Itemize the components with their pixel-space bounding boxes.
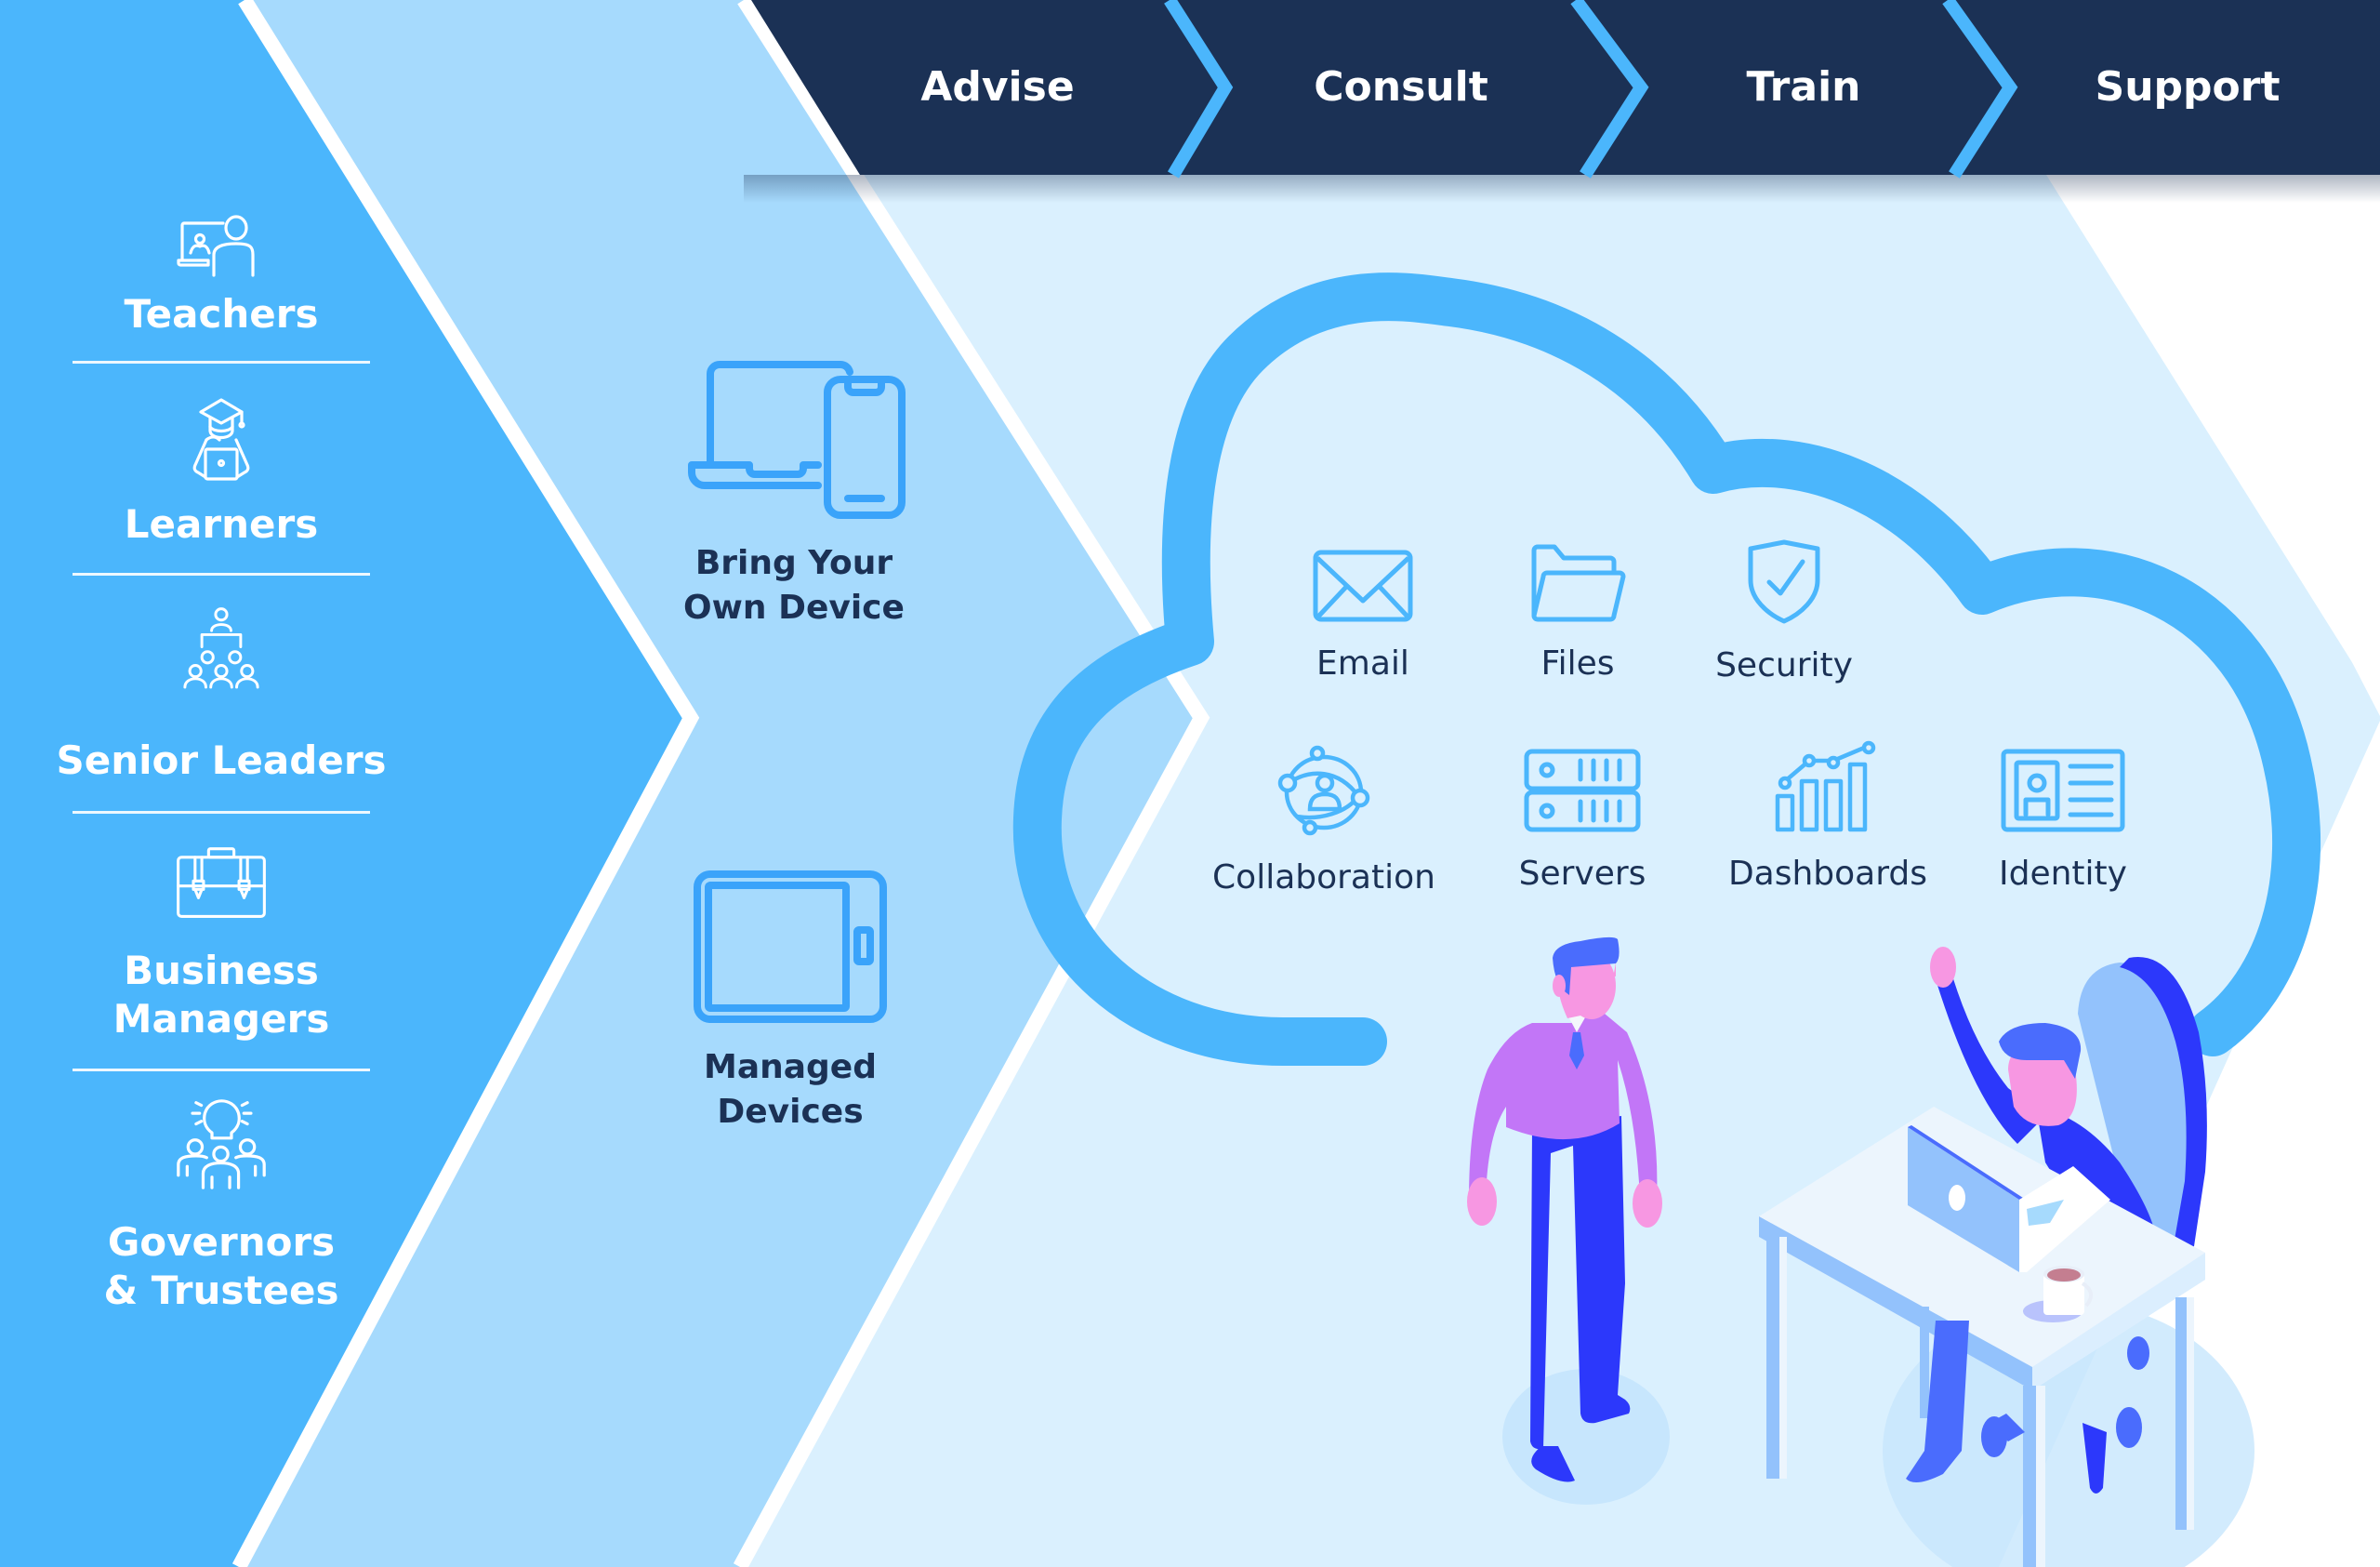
divider [73, 573, 370, 576]
standing-person-figure [1467, 936, 1662, 1482]
service-identity[interactable]: Identity [1951, 748, 2175, 895]
service-security[interactable]: Security [1673, 539, 1896, 686]
hierarchy-people-icon [183, 607, 259, 689]
stage-consult[interactable]: Consult [1314, 63, 1488, 111]
tablet-icon [694, 870, 887, 1023]
service-files[interactable]: Files [1466, 543, 1689, 684]
divider [73, 361, 370, 364]
service-files-label: Files [1540, 644, 1615, 683]
device-managed-line2: Devices [717, 1093, 864, 1131]
audience-business-managers-line2: Managers [112, 996, 330, 1042]
device-byod-line2: Own Device [683, 589, 905, 627]
audience-governors-line2: & Trustees [103, 1268, 339, 1313]
audience-learners-label: Learners [124, 501, 319, 547]
service-email-label: Email [1316, 644, 1409, 683]
device-managed-label: Managed Devices [641, 1045, 939, 1135]
stage-support[interactable]: Support [2095, 63, 2281, 111]
service-collaboration[interactable]: Collaboration [1212, 744, 1435, 898]
folder-icon [1531, 544, 1626, 622]
device-byod-line1: Bring Your [694, 544, 893, 582]
stage-train[interactable]: Train [1746, 63, 1861, 111]
audience-governors-trustees-label: Governors & Trustees [45, 1218, 398, 1315]
teacher-screen-icon [177, 215, 255, 277]
device-managed-line1: Managed [704, 1048, 877, 1086]
audience-business-managers-line1: Business [124, 948, 319, 993]
service-email[interactable]: Email [1251, 549, 1474, 684]
bar-chart-icon [1775, 740, 1876, 832]
envelope-icon [1313, 550, 1413, 622]
service-servers[interactable]: Servers [1471, 748, 1694, 895]
service-identity-label: Identity [1999, 855, 2127, 893]
shield-check-icon [1748, 539, 1820, 624]
lightbulb-group-icon [177, 1099, 266, 1189]
divider [73, 1069, 370, 1071]
service-dashboards[interactable]: Dashboards [1716, 740, 1939, 895]
audience-governors-line1: Governors [107, 1219, 336, 1265]
graduate-laptop-icon [192, 398, 250, 481]
audience-senior-leaders-label: Senior Leaders [56, 737, 387, 783]
service-servers-label: Servers [1518, 855, 1646, 893]
id-card-icon [2001, 749, 2125, 832]
service-dashboards-label: Dashboards [1727, 855, 1928, 893]
briefcase-icon [177, 847, 266, 918]
stage-advise[interactable]: Advise [920, 63, 1075, 111]
service-security-label: Security [1715, 646, 1853, 684]
service-collaboration-label: Collaboration [1212, 858, 1435, 896]
divider [73, 811, 370, 814]
audience-teachers-label: Teachers [124, 291, 319, 337]
server-rack-icon [1524, 749, 1641, 832]
device-byod-label: Bring Your Own Device [645, 541, 943, 631]
audience-business-managers-label: Business Managers [45, 947, 398, 1043]
network-user-icon [1277, 745, 1370, 836]
laptop-phone-icon [688, 361, 906, 519]
